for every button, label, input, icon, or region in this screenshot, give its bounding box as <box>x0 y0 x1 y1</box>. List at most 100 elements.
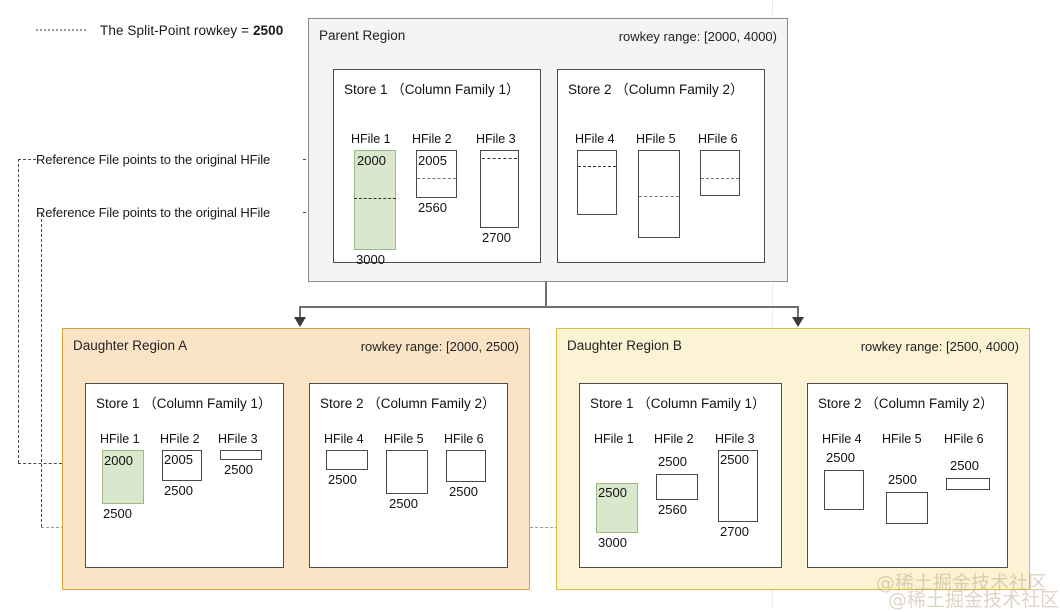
daughter-region-b: Daughter Region B rowkey range: [2500, 4… <box>556 328 1030 590</box>
daughter-a-store-2-title: Store 2 （Column Family 2） <box>320 396 496 411</box>
reference-file-annotation-2: Reference File points to the original HF… <box>36 205 271 220</box>
hfile-bottom-value: 2500 <box>164 483 193 498</box>
reference-route-1-down <box>18 159 19 463</box>
daughter-a-range: rowkey range: [2000, 2500) <box>360 339 519 354</box>
hfile-label: HFile 2 <box>654 432 694 446</box>
hfile-top-value: 2500 <box>598 485 627 500</box>
hfile-bottom-value: 2500 <box>389 496 418 511</box>
hfile-rect <box>824 470 864 510</box>
hfile-top-value: 2500 <box>950 458 979 473</box>
hfile-label: HFile 3 <box>715 432 755 446</box>
reference-route-1-top <box>18 159 36 160</box>
split-point-guide-top <box>772 0 773 20</box>
hfile-rect <box>354 150 396 250</box>
hfile-label: HFile 6 <box>444 432 484 446</box>
hfile-label: HFile 2 <box>160 432 200 446</box>
hfile-rect <box>416 150 457 198</box>
hfile-rect <box>700 150 740 196</box>
hfile-rect <box>480 150 519 228</box>
hfile-label: HFile 3 <box>476 132 516 146</box>
reference-file-annotation-1: Reference File points to the original HF… <box>36 152 271 167</box>
split-connector-branch-left <box>299 306 301 319</box>
daughter-b-title: Daughter Region B <box>567 338 682 353</box>
split-arrow-left <box>294 317 306 327</box>
split-connector-branch-right <box>797 306 799 319</box>
parent-region: Parent Region rowkey range: [2000, 4000)… <box>308 18 788 282</box>
hfile-top-value: 2500 <box>826 450 855 465</box>
hfile-label: HFile 2 <box>412 132 452 146</box>
hfile-top-value: 2000 <box>104 453 133 468</box>
split-point-guide-bottom <box>772 590 773 610</box>
split-point-guide-mid <box>772 283 773 328</box>
hfile-split-dash <box>354 198 396 199</box>
hfile-rect <box>638 150 680 238</box>
watermark-line-2: @稀土掘金技术社区 <box>888 589 1060 611</box>
parent-region-range: rowkey range: [2000, 4000) <box>618 29 777 44</box>
hfile-label: HFile 5 <box>882 432 922 446</box>
hfile-label: HFile 1 <box>594 432 634 446</box>
daughter-b-store-2: Store 2 （Column Family 2） HFile 4 2500 H… <box>807 383 1008 568</box>
hfile-split-dash <box>417 178 456 179</box>
hfile-rect <box>102 450 144 504</box>
hfile-bottom-value: 3000 <box>356 252 385 267</box>
hfile-top-value: 2000 <box>357 153 386 168</box>
reference-route-2-down <box>41 214 42 527</box>
hfile-top-value: 2005 <box>164 452 193 467</box>
hfile-rect <box>577 150 617 215</box>
hfile-label: HFile 1 <box>351 132 391 146</box>
hfile-bottom-value: 2700 <box>482 230 511 245</box>
hfile-rect <box>596 483 638 533</box>
hfile-top-value: 2005 <box>418 153 447 168</box>
hfile-label: HFile 4 <box>324 432 364 446</box>
hfile-label: HFile 6 <box>944 432 984 446</box>
hfile-bottom-value: 2500 <box>224 462 253 477</box>
parent-store-2: Store 2 （Column Family 2） HFile 4 HFile … <box>557 69 765 263</box>
hfile-rect <box>386 450 428 494</box>
parent-region-title: Parent Region <box>319 28 406 43</box>
hfile-label: HFile 1 <box>100 432 140 446</box>
hfile-bottom-value: 2500 <box>103 506 132 521</box>
hfile-bottom-value: 3000 <box>598 535 627 550</box>
hfile-rect <box>656 474 698 500</box>
watermark-line-1: @稀土掘金技术社区 <box>876 572 1048 594</box>
legend-label-text: The Split-Point rowkey = <box>100 22 253 38</box>
hfile-bottom-value: 2560 <box>658 502 687 517</box>
hfile-rect <box>220 450 262 460</box>
hfile-rect <box>326 450 368 470</box>
hfile-top-value: 2500 <box>658 454 687 469</box>
daughter-region-a: Daughter Region A rowkey range: [2000, 2… <box>62 328 530 590</box>
parent-store-1: Store 1 （Column Family 1） HFile 1 2000 3… <box>333 69 541 267</box>
hfile-label: HFile 4 <box>575 132 615 146</box>
hfile-rect <box>162 450 202 481</box>
parent-store-2-title: Store 2 （Column Family 2） <box>568 82 744 97</box>
hfile-rect <box>718 450 758 522</box>
daughter-b-range: rowkey range: [2500, 4000) <box>860 339 1019 354</box>
hfile-bottom-value: 2560 <box>418 200 447 215</box>
hfile-split-dash <box>482 158 517 159</box>
daughter-a-store-1: Store 1 （Column Family 1） HFile 1 2000 2… <box>85 383 284 568</box>
hfile-bottom-value: 2700 <box>720 524 749 539</box>
legend: The Split-Point rowkey = 2500 <box>36 20 283 40</box>
split-connector-horizontal <box>299 306 799 308</box>
hfile-top-value: 2500 <box>888 472 917 487</box>
split-connector-vertical-stem <box>545 282 547 307</box>
hfile-split-dash <box>639 196 679 197</box>
split-arrow-right <box>792 317 804 327</box>
hfile-rect <box>886 492 928 524</box>
hfile-split-dash <box>578 166 616 167</box>
hfile-bottom-value: 2500 <box>328 472 357 487</box>
daughter-b-store-1: Store 1 （Column Family 1） HFile 1 2500 3… <box>579 383 782 568</box>
hfile-label: HFile 6 <box>698 132 738 146</box>
dotted-line-icon <box>36 29 86 31</box>
legend-split-point-value: 2500 <box>252 22 284 38</box>
parent-store-1-title: Store 1 （Column Family 1） <box>344 82 520 97</box>
hfile-label: HFile 4 <box>822 432 862 446</box>
daughter-a-store-1-title: Store 1 （Column Family 1） <box>96 396 272 411</box>
daughter-b-store-1-title: Store 1 （Column Family 1） <box>590 396 766 411</box>
daughter-a-title: Daughter Region A <box>73 338 188 353</box>
hfile-bottom-value: 2500 <box>449 484 478 499</box>
daughter-a-store-2: Store 2 （Column Family 2） HFile 4 2500 H… <box>309 383 508 568</box>
hfile-rect <box>946 478 990 490</box>
legend-label: The Split-Point rowkey = 2500 <box>100 23 283 38</box>
